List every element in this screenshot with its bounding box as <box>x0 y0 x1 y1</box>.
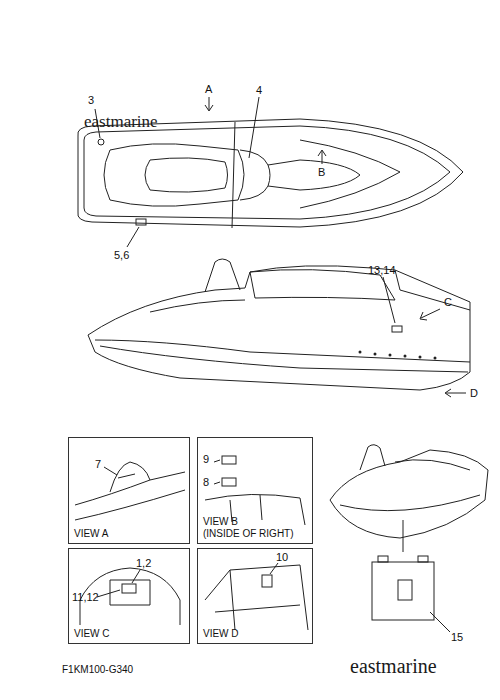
callout-number: 7 <box>95 458 101 470</box>
view-title: VIEW A <box>74 528 184 540</box>
callout-number: 4 <box>256 84 262 96</box>
callout-number: 13,14 <box>368 264 396 276</box>
callout-number: 11,12 <box>72 591 99 603</box>
watermark: eastmarine <box>350 655 437 678</box>
callout-number: 9 <box>203 453 209 465</box>
callout-number: 3 <box>88 94 94 106</box>
view-arrow-letter: B <box>318 166 325 178</box>
view-arrow-letter: D <box>470 387 478 399</box>
callout-number: 10 <box>276 551 288 563</box>
view-panel: VIEW D <box>197 548 313 644</box>
callout-number: 8 <box>203 476 209 488</box>
view-arrow-letter: A <box>205 83 212 95</box>
watermark: eastmarine <box>84 112 158 132</box>
view-panel: VIEW B(INSIDE OF RIGHT) <box>197 437 313 544</box>
view-arrow-letter: C <box>444 296 452 308</box>
view-title: VIEW C <box>74 628 184 640</box>
view-title: VIEW B <box>203 516 307 528</box>
view-title: VIEW D <box>203 628 307 640</box>
view-note: (INSIDE OF RIGHT) <box>203 528 307 540</box>
view-panel: VIEW A <box>68 437 190 544</box>
callout-number: 15 <box>451 631 463 643</box>
drawing-code: F1KM100-G340 <box>62 663 133 676</box>
callout-number: 5,6 <box>114 249 129 261</box>
callout-number: 1,2 <box>136 557 151 569</box>
